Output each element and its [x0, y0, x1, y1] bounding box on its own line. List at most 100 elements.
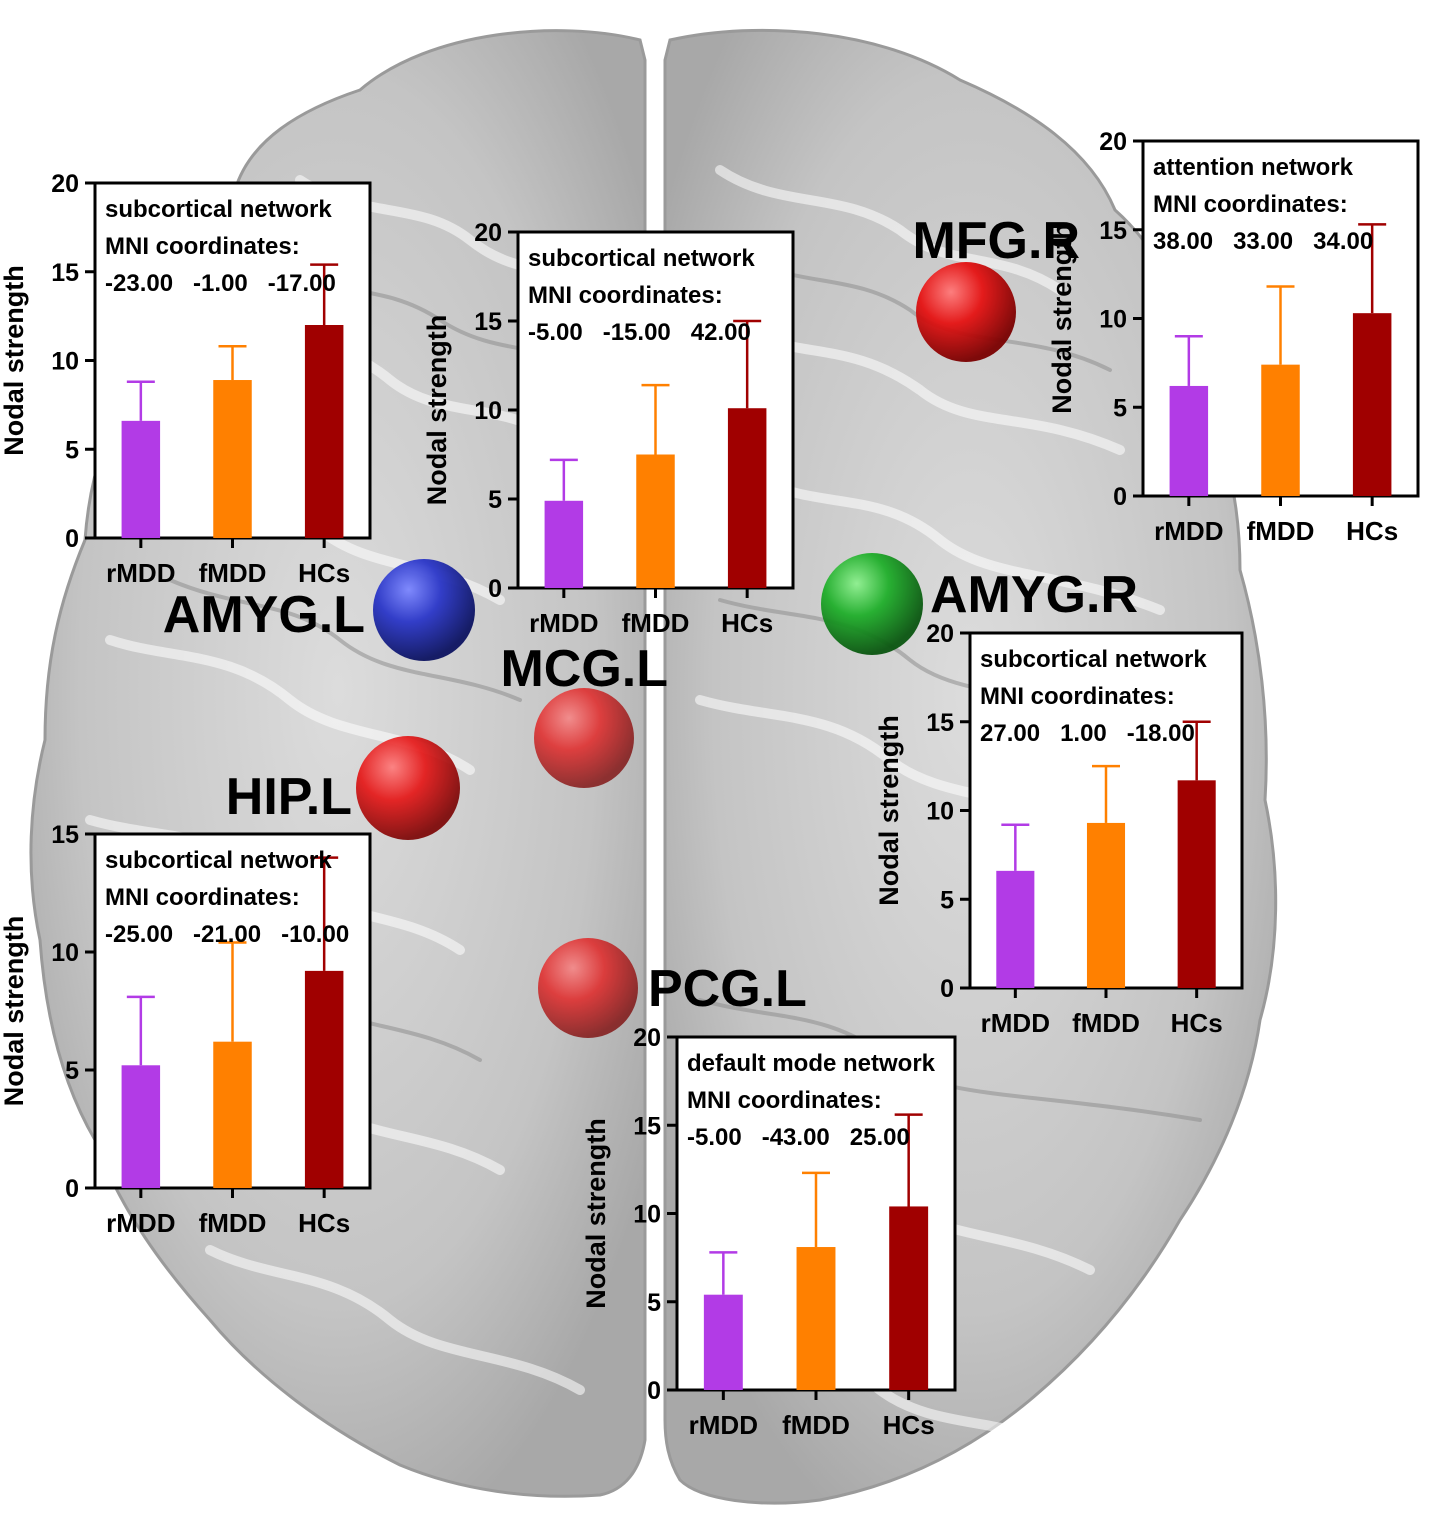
bar-rmdd: [996, 870, 1035, 988]
y-tick-label: 10: [474, 397, 502, 425]
y-axis-label: Nodal strength: [581, 1118, 611, 1309]
annotation-line: -5.00 -15.00 42.00: [528, 319, 751, 346]
y-tick-label: 5: [647, 1289, 661, 1317]
annotation-line: MNI coordinates:: [105, 884, 300, 911]
y-tick-label: 20: [633, 1024, 661, 1052]
x-tick-label: rMDD: [1154, 516, 1223, 546]
annotation-line: -25.00 -21.00 -10.00: [105, 921, 349, 948]
bar-rmdd: [121, 1065, 161, 1188]
bar-rmdd: [1169, 385, 1209, 496]
y-tick-label: 10: [1099, 306, 1127, 334]
node-label-hip-l: HIP.L: [226, 768, 352, 826]
y-tick-label: 20: [1099, 128, 1127, 156]
bar-rmdd: [544, 500, 584, 588]
x-tick-label: HCs: [298, 1208, 350, 1238]
y-tick-label: 15: [633, 1112, 661, 1140]
node-hip-l-sphere: [356, 736, 460, 840]
y-tick-label: 10: [51, 939, 79, 967]
x-tick-label: rMDD: [981, 1008, 1050, 1038]
bar-rmdd: [703, 1294, 743, 1390]
x-tick-label: rMDD: [529, 608, 598, 638]
y-tick-label: 0: [940, 975, 954, 1003]
annotation-line: MNI coordinates:: [1153, 191, 1348, 218]
node-label-pcg-l: PCG.L: [648, 960, 807, 1018]
annotation-line: MNI coordinates:: [687, 1087, 882, 1114]
x-tick-label: fMDD: [622, 608, 690, 638]
annotation-line: subcortical network: [105, 196, 332, 223]
annotation-line: subcortical network: [980, 646, 1207, 673]
bar-fmdd: [1261, 364, 1300, 496]
x-tick-label: HCs: [721, 608, 773, 638]
node-mfg-r-sphere: [916, 262, 1016, 362]
y-tick-label: 15: [1099, 217, 1127, 245]
annotation-line: 27.00 1.00 -18.00: [980, 720, 1195, 747]
y-axis-label: Nodal strength: [422, 315, 452, 506]
node-label-mcg-l: MCG.L: [500, 640, 668, 698]
bar-fmdd: [213, 1041, 252, 1188]
y-tick-label: 15: [51, 259, 79, 287]
y-tick-label: 10: [633, 1201, 661, 1229]
bar-hcs: [304, 970, 344, 1188]
y-tick-label: 10: [51, 348, 79, 376]
y-axis-label: Nodal strength: [0, 265, 29, 456]
y-tick-label: 0: [65, 1175, 79, 1203]
x-tick-label: fMDD: [199, 1208, 267, 1238]
x-tick-label: fMDD: [199, 558, 267, 588]
node-mcg-l-sphere: [534, 688, 634, 788]
y-tick-label: 5: [940, 886, 954, 914]
x-tick-label: HCs: [883, 1410, 935, 1440]
x-tick-label: rMDD: [689, 1410, 758, 1440]
y-tick-label: 15: [926, 709, 954, 737]
y-tick-label: 0: [488, 575, 502, 603]
x-tick-label: fMDD: [1247, 516, 1315, 546]
bar-fmdd: [213, 380, 252, 538]
node-label-mfg-r: MFG.R: [912, 212, 1080, 270]
bar-hcs: [889, 1206, 929, 1390]
bar-hcs: [304, 325, 344, 538]
bar-fmdd: [636, 454, 675, 588]
y-tick-label: 5: [65, 1057, 79, 1085]
y-tick-label: 5: [65, 436, 79, 464]
node-amyg-r-sphere: [821, 553, 923, 655]
x-tick-label: fMDD: [782, 1410, 850, 1440]
x-tick-label: fMDD: [1072, 1008, 1140, 1038]
y-axis-label: Nodal strength: [0, 916, 29, 1107]
bar-hcs: [1177, 780, 1216, 988]
y-tick-label: 0: [65, 525, 79, 553]
y-tick-label: 0: [647, 1377, 661, 1405]
annotation-line: MNI coordinates:: [980, 683, 1175, 710]
x-tick-label: HCs: [1171, 1008, 1223, 1038]
node-label-amyg-l: AMYG.L: [163, 586, 365, 644]
node-amyg-l-sphere: [373, 559, 475, 661]
bar-hcs: [727, 408, 767, 588]
node-label-amyg-r: AMYG.R: [930, 566, 1138, 624]
y-tick-label: 20: [474, 219, 502, 247]
x-tick-label: rMDD: [106, 558, 175, 588]
y-tick-label: 20: [926, 620, 954, 648]
y-tick-label: 15: [474, 308, 502, 336]
x-tick-label: HCs: [298, 558, 350, 588]
x-tick-label: HCs: [1346, 516, 1398, 546]
annotation-line: subcortical network: [105, 847, 332, 874]
y-axis-label: Nodal strength: [1047, 223, 1077, 414]
bar-rmdd: [121, 420, 161, 538]
y-tick-label: 5: [488, 486, 502, 514]
annotation-line: MNI coordinates:: [105, 233, 300, 260]
node-pcg-l-sphere: [538, 938, 638, 1038]
y-tick-label: 20: [51, 170, 79, 198]
brain-nodes: [356, 262, 1016, 1038]
y-tick-label: 10: [926, 798, 954, 826]
annotation-line: default mode network: [687, 1050, 936, 1077]
y-axis-label: Nodal strength: [874, 715, 904, 906]
annotation-line: -5.00 -43.00 25.00: [687, 1124, 910, 1151]
bar-hcs: [1352, 313, 1392, 496]
